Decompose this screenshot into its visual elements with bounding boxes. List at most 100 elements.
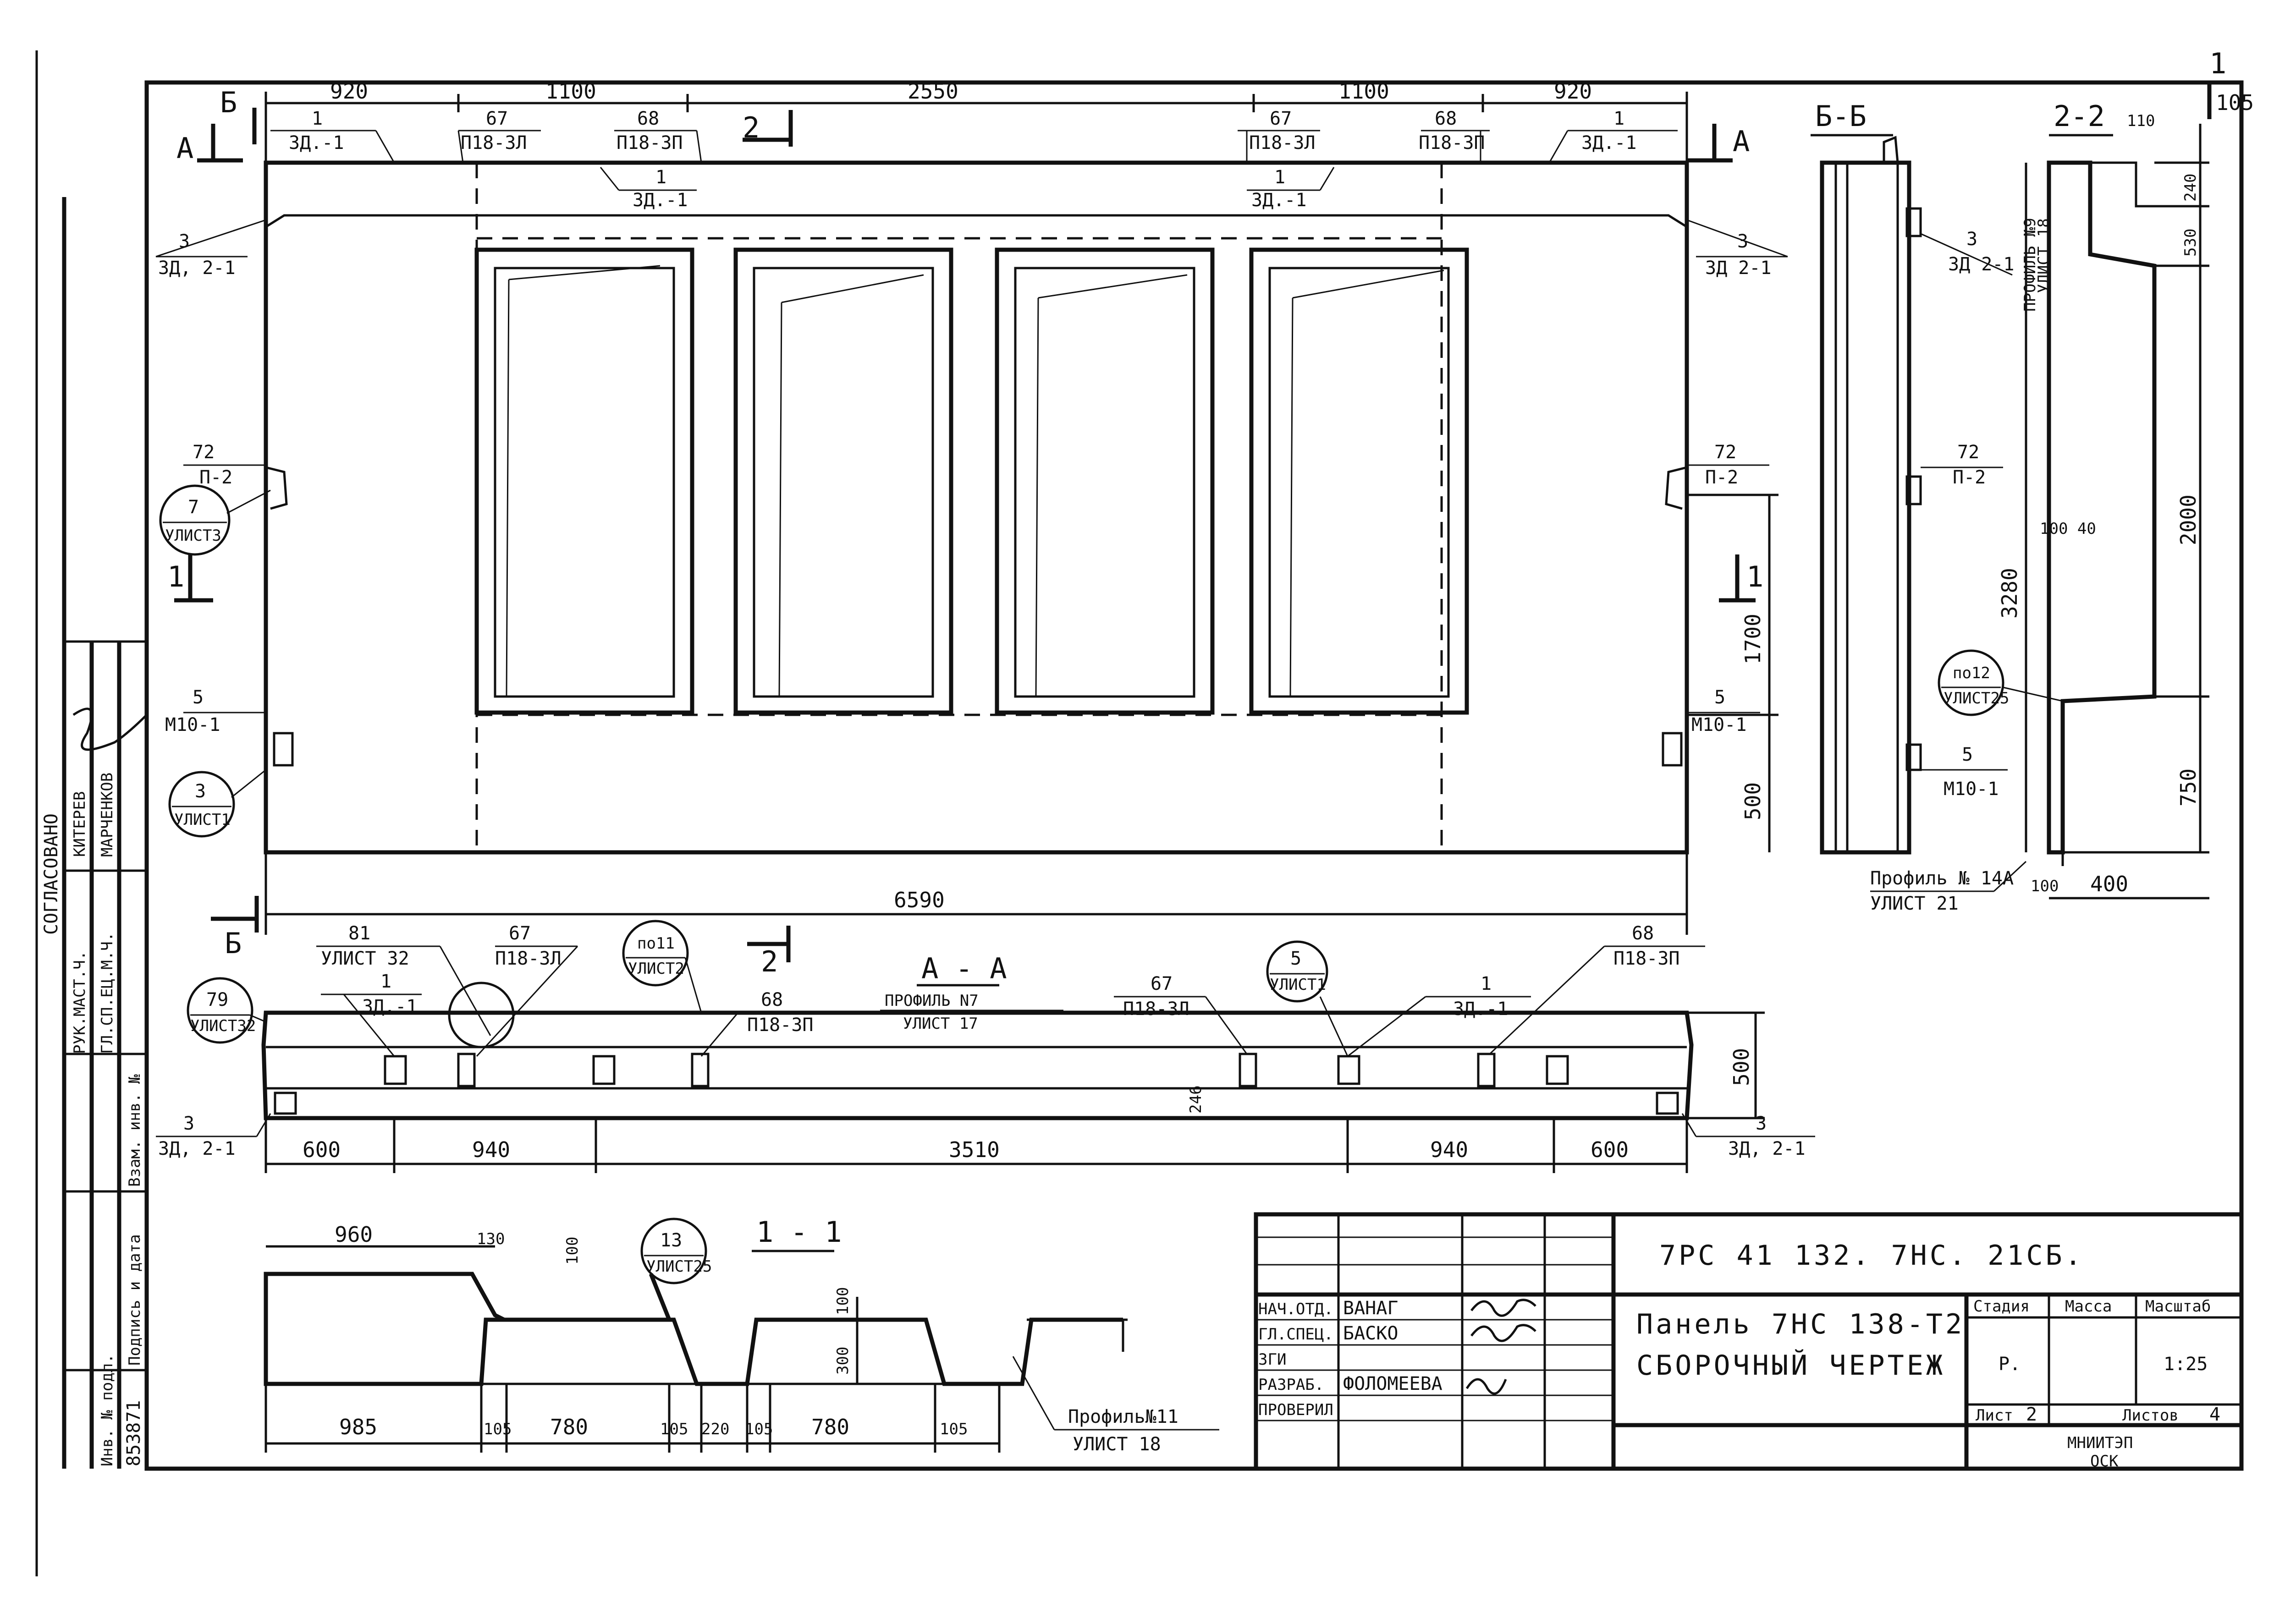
- bb-callout-3-ref: 3Д 2-1: [1948, 254, 2015, 275]
- margin-stamp: СОГЛАСОВАНО РУК.МАСТ.Ч. КИТЕРЕВ ГЛ.СП.ЕЦ…: [41, 197, 148, 1469]
- plan-callout-3-right-num: 3: [1756, 1113, 1767, 1134]
- s11-dim-bottom-4: 105: [660, 1420, 688, 1438]
- callout-top-7-ref: 3Д.-1: [1251, 190, 1306, 211]
- margin-role-2: ГЛ.СП.ЕЦ.М.Ч.: [98, 932, 116, 1054]
- title-block: НАЧ.ОТД. ВАНАГ ГЛ.СПЕЦ. БАСКО ЗГИ РАЗРАБ…: [1254, 1212, 2244, 1471]
- plan-callout-3-left-ref: 3Д, 2-1: [158, 1138, 236, 1159]
- facade-dim-3: 2550: [908, 79, 958, 104]
- plan-aa-title: А - А: [921, 952, 1007, 985]
- plan-callout-81-ref: УЛИСТ 32: [321, 948, 409, 969]
- callout-top-4-ref: 3Д.-1: [633, 190, 688, 211]
- callout-top-6-num: 68: [1435, 108, 1457, 129]
- signature-2: [1470, 1324, 1536, 1342]
- s11-dim-bottom-1: 985: [339, 1415, 377, 1439]
- facade-view: 920 1100 2550 1100 920 1 3Д.-1 67 П18-3Л…: [155, 79, 1788, 960]
- window-1: [474, 247, 694, 715]
- tb-sheets: 4: [2209, 1404, 2220, 1425]
- s22-dim-530: 530: [2181, 229, 2200, 257]
- tb-code: 7РС 41 132. 7НС. 21СБ.: [1659, 1240, 2084, 1272]
- section-mark-1-right: 1: [1746, 560, 1763, 593]
- facade-dim-2: 1100: [545, 79, 596, 104]
- anchor-right: [1662, 732, 1683, 767]
- callout-top-2-num: 67: [486, 108, 508, 129]
- facade-bubble-7-ref: УЛИСТ3: [165, 527, 221, 545]
- bb-dim-height: 3280: [1997, 568, 2022, 619]
- tb-role-3: ЗГИ: [1258, 1350, 1286, 1369]
- callout-top-5-ref: П18-3Л: [1249, 132, 1316, 154]
- facade-callout-5-left-ref: М10-1: [165, 714, 220, 735]
- s11-dim-bottom-7: 780: [811, 1415, 849, 1439]
- plan-callout-3-right-ref: 3Д, 2-1: [1728, 1138, 1806, 1159]
- sheet-frame: 105 1: [35, 47, 2254, 1576]
- facade-callout-3-right-ref: 3Д 2-1: [1705, 258, 1772, 279]
- s11-profile-sheet: УЛИСТ 18: [1073, 1434, 1161, 1455]
- callout-top-3-ref: П18-3П: [617, 132, 683, 154]
- plan-callout-1b-num: 1: [1481, 973, 1492, 994]
- plan-bubble-5-ref: УЛИСТ1: [1270, 976, 1326, 994]
- facade-dim-right-1: 1700: [1740, 614, 1765, 664]
- tb-org-line2: ОСК: [2090, 1452, 2119, 1470]
- section-11-title: 1 - 1: [756, 1215, 842, 1249]
- s11-dim-top-3: 100: [563, 1237, 582, 1265]
- tb-org-line1: МНИИТЭП: [2067, 1434, 2133, 1452]
- section-mark-a-left: А: [176, 132, 193, 165]
- tb-role-4: РАЗРАБ.: [1258, 1376, 1324, 1394]
- section-mark-b-top: Б: [220, 86, 237, 119]
- window-2: [733, 247, 953, 715]
- plan-dim-500: 500: [1729, 1048, 1754, 1086]
- callout-top-6-ref: П18-3П: [1419, 132, 1485, 154]
- plan-aa-profile: ПРОФИЛЬ N7: [885, 992, 979, 1010]
- plan-bubble-5-num: 5: [1290, 948, 1301, 969]
- callout-top-1-num: 1: [312, 108, 323, 129]
- s22-dim-750: 750: [2176, 768, 2201, 807]
- facade-overall-width: 6590: [894, 888, 945, 912]
- margin-name-2: МАРЧЕНКОВ: [98, 773, 116, 857]
- facade-callout-3-left-ref: 3Д, 2-1: [158, 258, 236, 279]
- plan-callout-3-left-num: 3: [183, 1113, 194, 1134]
- facade-callout-72-right-num: 72: [1714, 442, 1736, 463]
- callout-top-8-num: 1: [1613, 108, 1624, 129]
- inv-value: 853871: [123, 1400, 144, 1467]
- s22-dim-400: 400: [2090, 872, 2128, 896]
- facade-dim-4: 1100: [1338, 79, 1389, 104]
- callout-top-1-ref: 3Д.-1: [289, 132, 344, 154]
- s22-dim-110: 110: [2127, 112, 2155, 130]
- plan-bubble-11-num: по11: [637, 934, 675, 953]
- facade-callout-5-right-num: 5: [1714, 687, 1725, 708]
- plan-dim-2: 940: [472, 1137, 510, 1162]
- tb-name-2: БАСКО: [1343, 1323, 1398, 1344]
- sheet-number: 105: [2216, 90, 2254, 115]
- facade-callout-5-right-ref: М10-1: [1691, 714, 1746, 735]
- plan-callout-1b-ref: 3Д.-1: [1453, 999, 1508, 1020]
- plan-callout-68b-ref: П18-3П: [1613, 948, 1680, 969]
- facade-bubble-3-num: 3: [195, 781, 206, 802]
- bb-bubble-12-ref: УЛИСТ25: [1944, 689, 2009, 708]
- tb-mass-label: Масса: [2065, 1297, 2112, 1316]
- tb-stage: Р.: [1999, 1354, 2021, 1375]
- plan-callout-67b-num: 67: [1151, 973, 1173, 994]
- s11-dim-bottom-6: 105: [745, 1420, 773, 1438]
- s11-dim-mid-1: 100: [834, 1287, 852, 1315]
- s11-dim-bottom-5: 220: [701, 1420, 729, 1438]
- plan-dim-4: 940: [1430, 1137, 1468, 1162]
- bb-profile-14a-sheet: УЛИСТ 21: [1870, 893, 1959, 914]
- plan-aa-profile-sheet: УЛИСТ 17: [903, 1015, 978, 1033]
- plan-bubble-11-ref: УЛИСТ2: [628, 960, 684, 978]
- tb-name-4: ФОЛОМЕЕВА: [1343, 1373, 1443, 1394]
- s11-dim-mid-2: 300: [834, 1347, 852, 1375]
- section-mark-1-left: 1: [167, 560, 184, 593]
- plan-callout-67a-ref: П18-3Л: [495, 948, 562, 969]
- plan-callout-68b-num: 68: [1632, 923, 1654, 944]
- plan-callout-81-num: 81: [348, 923, 370, 944]
- facade-bubble-7-num: 7: [188, 497, 199, 518]
- s11-profile: Профиль№11: [1068, 1406, 1178, 1427]
- signature-1: [1470, 1299, 1536, 1317]
- tb-name-line1: Панель 7НС 138-Т2: [1636, 1308, 1965, 1340]
- facade-callout-72-left-num: 72: [193, 442, 215, 463]
- facade-callout-72-left-ref: П-2: [199, 467, 232, 488]
- tb-name-1: ВАНАГ: [1343, 1298, 1398, 1319]
- tb-role-5: ПРОВЕРИЛ: [1258, 1401, 1333, 1419]
- margin-name-1: КИТЕРЕВ: [71, 791, 89, 857]
- s22-dim-240: 240: [2181, 174, 2200, 202]
